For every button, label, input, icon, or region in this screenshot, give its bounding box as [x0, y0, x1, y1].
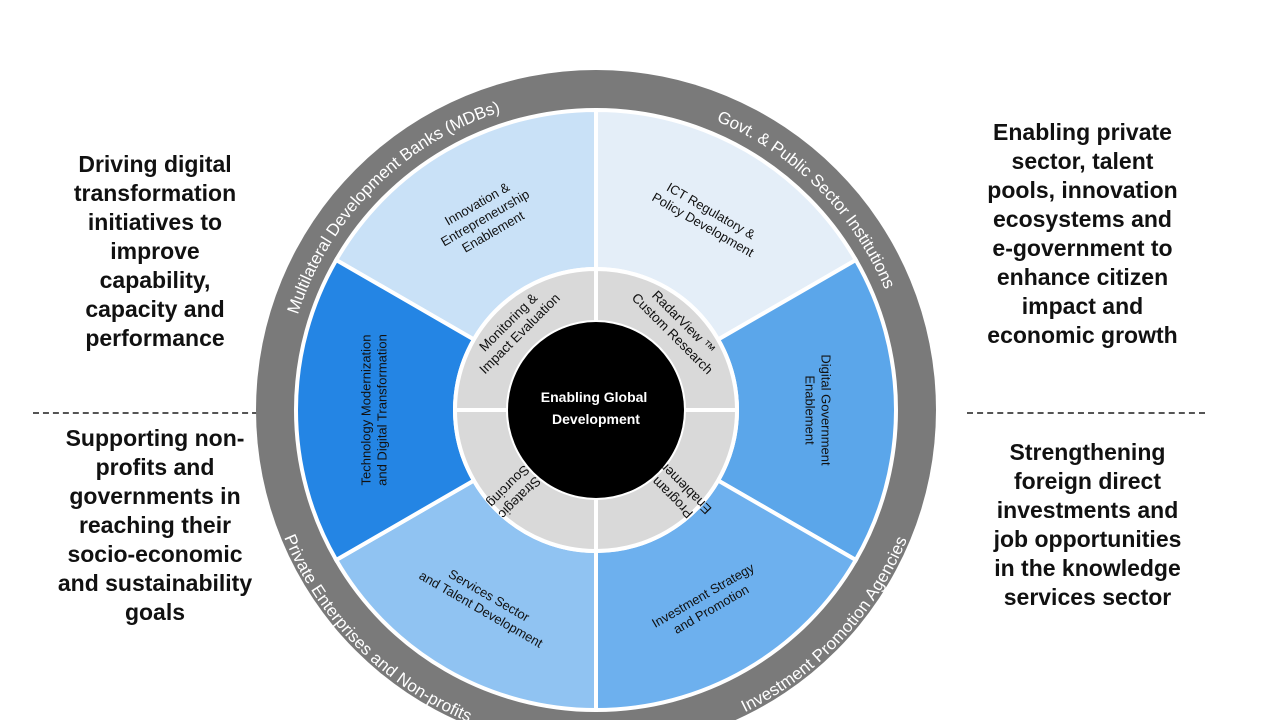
- center-line-2: Development: [552, 411, 640, 427]
- center-line-1: Enabling Global: [541, 389, 648, 405]
- ipa-description-line: foreign direct: [1014, 468, 1161, 494]
- service-segment-label-line: and Digital Transformation: [375, 334, 390, 486]
- govt-description-line: ecosystems and: [993, 206, 1172, 232]
- mdb-description-line: improve: [110, 238, 200, 264]
- ipa-description-line: job opportunities: [993, 526, 1182, 552]
- nonprofit-description-line: profits and: [95, 454, 215, 480]
- mdb-description-line: initiatives to: [87, 209, 223, 235]
- mdb-description-line: capacity and: [85, 296, 225, 322]
- mdb-description-line: performance: [85, 325, 225, 351]
- mdb-description: Driving digital transformation initiativ…: [40, 150, 270, 353]
- ipa-description: Strengthening foreign direct investments…: [965, 438, 1210, 612]
- ipa-description-line: Strengthening: [1009, 439, 1166, 465]
- mdb-description-line: capability,: [99, 267, 211, 293]
- ipa-description-line: in the knowledge: [994, 555, 1181, 581]
- nonprofit-description-line: goals: [124, 599, 186, 625]
- center-circle: [508, 322, 684, 498]
- center-text: Enabling Global Development: [541, 389, 651, 427]
- govt-description: Enabling private sector, talent pools, i…: [965, 118, 1200, 350]
- govt-description-line: economic growth: [987, 322, 1178, 348]
- mdb-description-line: transformation: [73, 180, 237, 206]
- service-segment-label: Technology Modernizationand Digital Tran…: [359, 334, 390, 486]
- govt-description-line: Enabling private: [993, 119, 1172, 145]
- govt-description-line: e-government to: [992, 235, 1173, 261]
- nonprofit-description: Supporting non- profits and governments …: [40, 424, 270, 627]
- nonprofit-description-line: reaching their: [78, 512, 232, 538]
- govt-description-line: pools, innovation: [987, 177, 1178, 203]
- nonprofit-description-line: socio-economic: [67, 541, 243, 567]
- nonprofit-description-line: Supporting non-: [65, 425, 245, 451]
- govt-description-line: enhance citizen: [996, 264, 1169, 290]
- service-segment-label-line: Digital Government: [819, 354, 834, 466]
- govt-description-line: sector, talent: [1011, 148, 1154, 174]
- right-divider: [967, 412, 1205, 414]
- service-segment-label: Digital GovernmentEnablement: [803, 354, 834, 466]
- service-segment-label-line: Enablement: [803, 375, 818, 445]
- mdb-description-line: Driving digital: [78, 151, 232, 177]
- nonprofit-description-line: governments in: [69, 483, 241, 509]
- nonprofit-description-line: and sustainability: [57, 570, 253, 596]
- ipa-description-line: investments and: [996, 497, 1179, 523]
- govt-description-line: impact and: [1021, 293, 1144, 319]
- ipa-description-line: services sector: [1003, 584, 1172, 610]
- left-divider: [33, 412, 268, 414]
- service-segment-label-line: Technology Modernization: [359, 334, 374, 485]
